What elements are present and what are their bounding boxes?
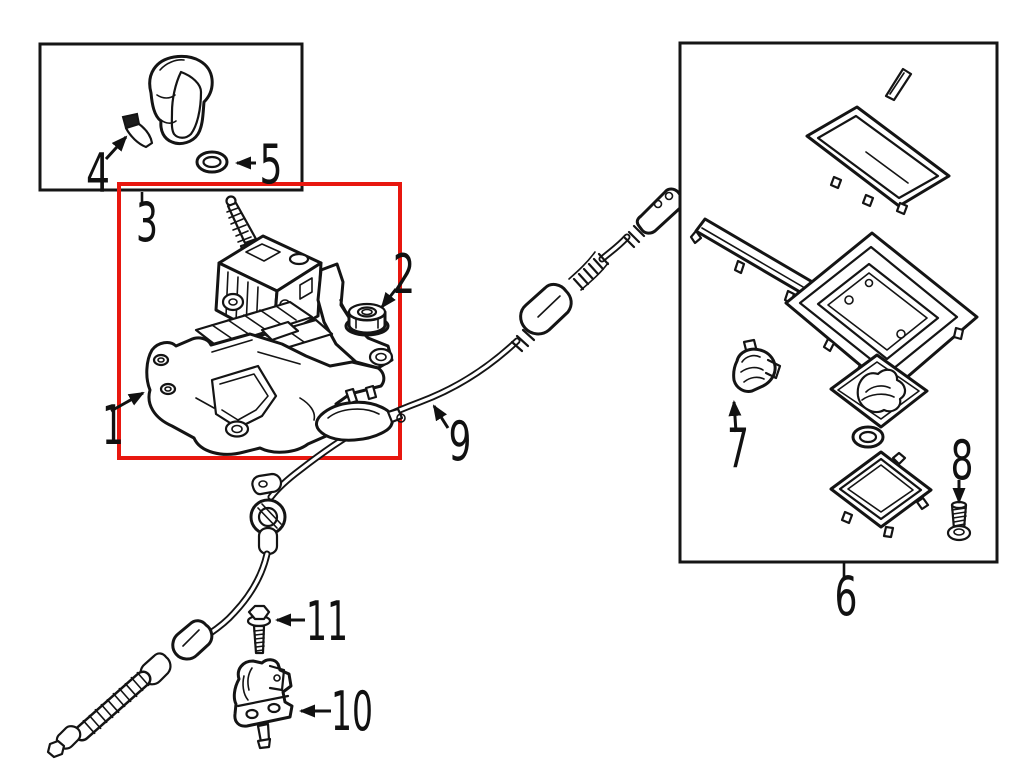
upper-bezel xyxy=(805,105,951,216)
callout-2[interactable]: 2 xyxy=(393,243,415,306)
console-group-box xyxy=(678,41,999,564)
callout-8[interactable]: 8 xyxy=(951,429,974,492)
callout-1[interactable]: 1 xyxy=(102,394,124,457)
flange-lock-nut xyxy=(344,302,390,337)
callout-6[interactable]: 6 xyxy=(835,565,858,628)
shift-boot xyxy=(829,353,929,429)
retainer-clip xyxy=(732,338,782,393)
arrow-4 xyxy=(104,135,128,161)
arrow-1 xyxy=(110,391,145,413)
trim-screw xyxy=(946,500,972,542)
arrow-2 xyxy=(380,288,398,309)
callout-10[interactable]: 10 xyxy=(331,680,373,743)
callout-4[interactable]: 4 xyxy=(86,142,110,205)
cable-guide-bracket xyxy=(315,384,406,442)
arrow-7 xyxy=(728,400,742,433)
callout-3[interactable]: 3 xyxy=(136,191,158,254)
knob-o-ring xyxy=(195,150,229,174)
console-o-ring xyxy=(851,425,885,449)
flange-bolt xyxy=(246,604,272,655)
callout-5[interactable]: 5 xyxy=(260,133,283,196)
callout-11[interactable]: 11 xyxy=(306,590,348,653)
callout-9[interactable]: 9 xyxy=(449,410,472,473)
trim-strip xyxy=(884,67,913,102)
callout-labels: 1 2 3 4 5 6 7 8 9 10 11 xyxy=(86,133,974,743)
shift-knob xyxy=(148,54,214,146)
lower-frame xyxy=(829,450,933,539)
knob-group-box xyxy=(38,42,304,192)
leader-lines xyxy=(104,135,966,718)
cable-mount-bracket xyxy=(232,658,294,750)
shift-cable xyxy=(46,187,685,759)
arrow-9 xyxy=(432,404,450,429)
callout-7[interactable]: 7 xyxy=(727,417,749,480)
knob-clip xyxy=(121,112,154,149)
highlight-box-part-1 xyxy=(117,182,402,460)
